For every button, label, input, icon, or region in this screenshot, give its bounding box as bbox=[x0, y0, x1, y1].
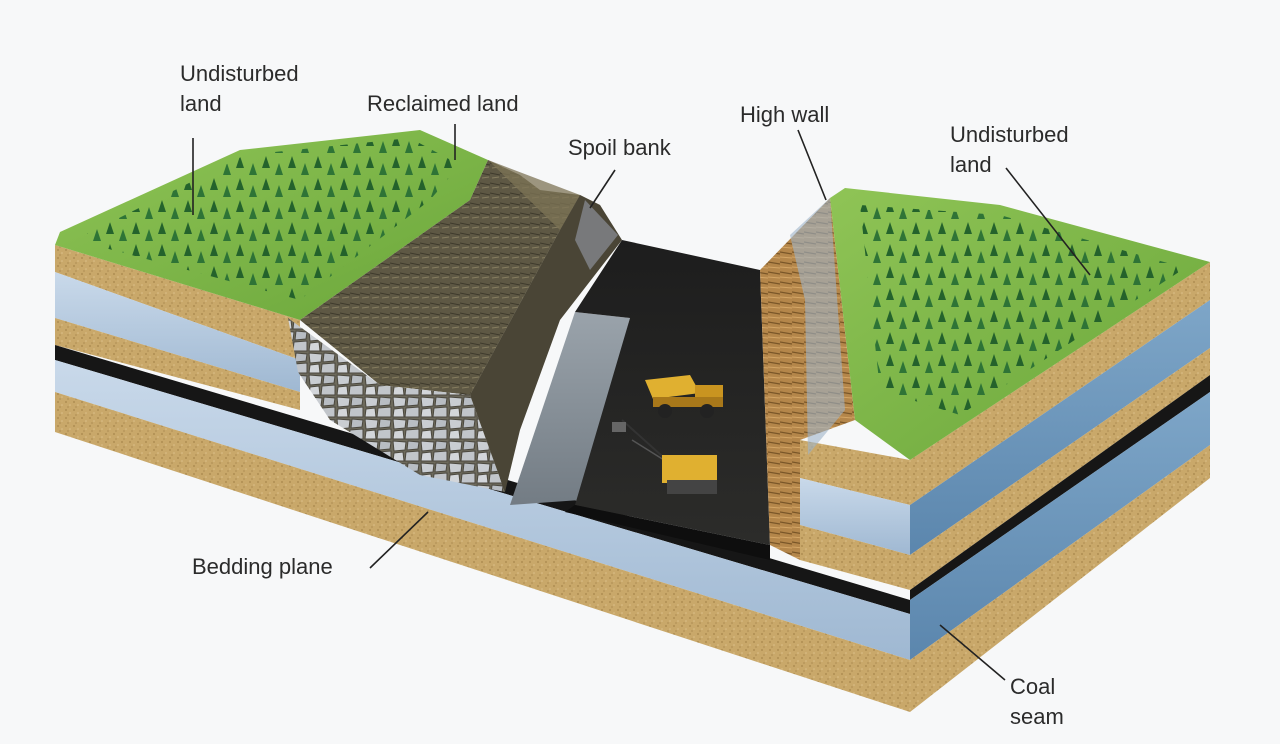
leader-spoil-bank bbox=[589, 169, 616, 209]
spoil-bank bbox=[470, 195, 622, 492]
right-strata-front bbox=[800, 440, 910, 590]
label-reclaimed-land: Reclaimed land bbox=[367, 91, 519, 116]
leader-coal-seam bbox=[939, 624, 1006, 681]
label-undisturbed-land-right: Undisturbed land bbox=[950, 122, 1069, 177]
dump-truck-icon bbox=[645, 375, 723, 418]
label-coal-seam: Coal seam bbox=[1010, 674, 1064, 729]
spoil-rock-wall bbox=[288, 318, 505, 492]
label-bedding-plane: Bedding plane bbox=[192, 554, 333, 579]
leader-bedding-plane bbox=[369, 511, 429, 569]
right-strata-side bbox=[910, 262, 1210, 712]
reclaimed-slope bbox=[300, 160, 580, 395]
label-spoil-bank: Spoil bank bbox=[568, 135, 671, 160]
left-strata-front bbox=[55, 245, 300, 410]
right-forest bbox=[860, 205, 1185, 415]
label-high-wall: High wall bbox=[740, 102, 830, 127]
water-trench bbox=[510, 312, 630, 505]
left-forest bbox=[75, 138, 460, 300]
dragline-excavator-icon bbox=[612, 419, 717, 494]
leader-high-wall bbox=[797, 129, 827, 201]
label-undisturbed-land-left: Undisturbed land bbox=[180, 61, 299, 116]
leader-undisturbed-right bbox=[1005, 167, 1091, 276]
